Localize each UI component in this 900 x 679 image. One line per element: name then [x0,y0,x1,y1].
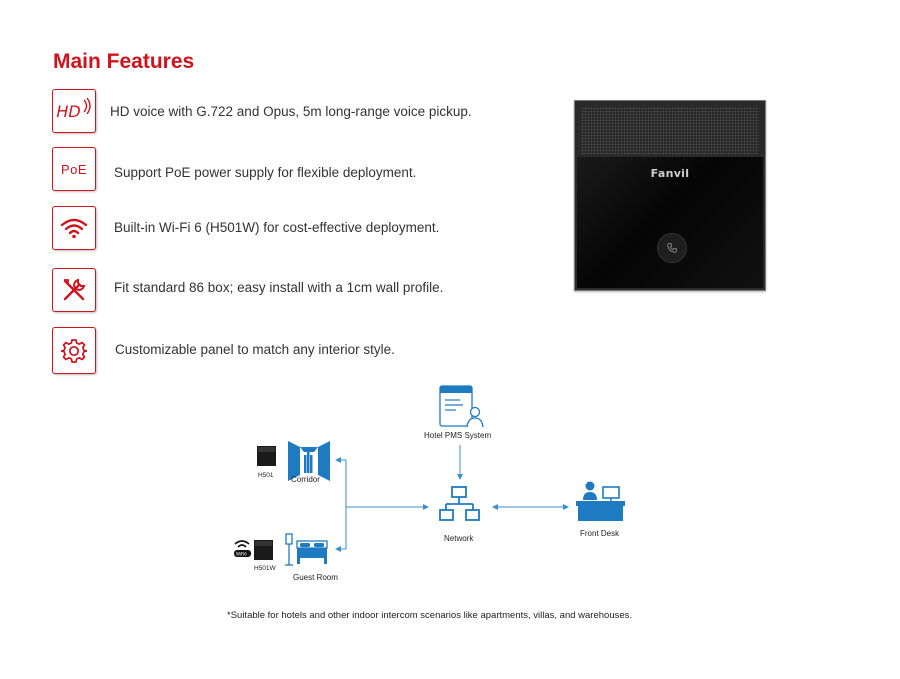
speaker-grille [581,107,759,155]
feature-text: Support PoE power supply for flexible de… [114,165,417,180]
corridor-icon [288,441,330,481]
network-icon [439,486,480,521]
guest-room-label: Guest Room [293,573,338,582]
hd-icon: HD [52,89,96,133]
h501-device-icon [257,446,276,466]
gear-icon [52,327,96,374]
h501w-device-icon [254,540,273,560]
device-brand-logo: Fanvil [650,167,690,180]
pms-label: Hotel PMS System [424,431,491,440]
wifi6-badge-icon [234,540,251,557]
corridor-label: Corridor [291,475,320,484]
wifi-icon [52,206,96,250]
pms-system-icon [439,385,484,428]
feature-text: Fit standard 86 box; easy install with a… [114,280,444,295]
poe-icon: PoE [52,147,96,191]
network-label: Network [444,534,474,543]
feature-poe: PoE Support PoE power supply for flexibl… [52,147,532,195]
feature-custom-panel: Customizable panel to match any interior… [52,327,532,375]
front-desk-icon [576,481,625,521]
feature-text: Built-in Wi-Fi 6 (H501W) for cost-effect… [114,220,440,235]
feature-hd-voice: HD HD voice with G.722 and Opus, 5m long… [52,89,532,137]
call-button-icon [657,233,687,263]
feature-install: Fit standard 86 box; easy install with a… [52,268,532,316]
page-title: Main Features [53,50,195,73]
front-desk-label: Front Desk [580,529,620,538]
feature-wifi: Built-in Wi-Fi 6 (H501W) for cost-effect… [52,206,532,254]
footnote: *Suitable for hotels and other indoor in… [227,610,633,621]
h501w-label: H501W [254,565,277,572]
guest-room-icon [285,533,328,566]
h501-label: H501 [258,472,274,479]
intercom-device-image: Fanvil [574,100,766,291]
wifi6-badge-label: WiFi6 [236,552,247,557]
feature-text: Customizable panel to match any interior… [115,342,395,357]
device-glass-panel: Fanvil [577,157,763,288]
tools-icon [52,268,96,312]
feature-text: HD voice with G.722 and Opus, 5m long-ra… [110,104,472,119]
